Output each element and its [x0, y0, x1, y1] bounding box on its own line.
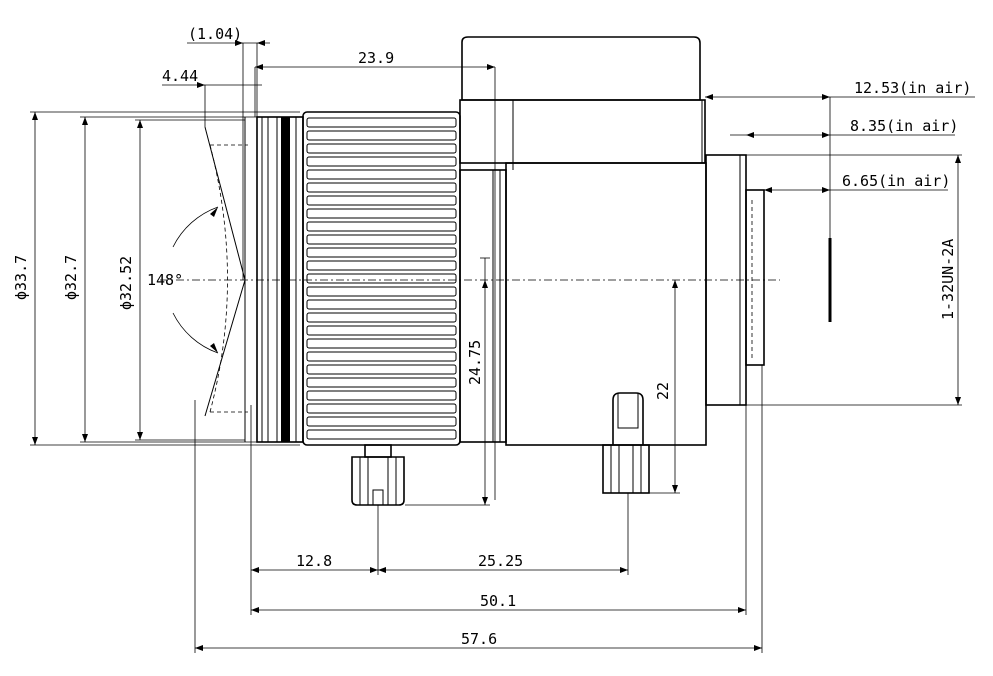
knurl-ridge	[306, 221, 457, 232]
knurl-ridge	[306, 247, 457, 258]
dim-23-9: 23.9	[358, 49, 394, 67]
dim-8-35: 8.35(in air)	[850, 117, 958, 135]
knurl-ridge	[306, 325, 457, 336]
knurl-ridge	[306, 234, 457, 245]
front-barrel-rings	[256, 116, 304, 443]
dim-angle: 148°	[147, 271, 183, 289]
knurl-ridge	[306, 351, 457, 362]
dim-thread: 1-32UN-2A	[939, 239, 957, 320]
knurl-ridge	[306, 208, 457, 219]
knurl-ridge	[306, 260, 457, 271]
knurl-ridge	[306, 377, 457, 388]
dimension-arrowheads	[32, 40, 961, 651]
knurl-ridge	[306, 299, 457, 310]
knurl-ridge	[306, 416, 457, 427]
knurl-ridge	[306, 169, 457, 180]
knurl-ridge	[306, 130, 457, 141]
knurl-ridge	[306, 195, 457, 206]
dim-12-53: 12.53(in air)	[854, 79, 971, 97]
front-lens-element	[204, 117, 248, 442]
dim-6-65: 6.65(in air)	[842, 172, 950, 190]
field-angle-arc	[172, 206, 219, 354]
knurl-ridge	[306, 182, 457, 193]
knurled-focus-ring	[302, 111, 461, 446]
focus-lock-screw	[351, 444, 405, 506]
dim-25-25: 25.25	[478, 552, 523, 570]
dim-phi-32-7: ϕ32.7	[62, 255, 80, 300]
main-barrel	[459, 162, 707, 446]
dim-22: 22	[654, 382, 672, 400]
top-housing	[459, 36, 706, 170]
dim-phi-32-52: ϕ32.52	[117, 256, 135, 310]
iris-lock-screw	[602, 392, 650, 494]
dim-1-04: (1.04)	[188, 25, 242, 43]
knurl-ridge	[306, 143, 457, 154]
dim-12-8: 12.8	[296, 552, 332, 570]
dim-50-1: 50.1	[480, 592, 516, 610]
knurl-ridge	[306, 364, 457, 375]
knurl-ridge	[306, 156, 457, 167]
dim-phi-33-7: ϕ33.7	[12, 255, 30, 300]
dimension-lines	[30, 42, 975, 653]
knurl-ridge	[306, 429, 457, 440]
dim-4-44: 4.44	[162, 67, 198, 85]
knurl-ridge	[306, 273, 457, 284]
dim-57-6: 57.6	[461, 630, 497, 648]
rear-mount	[705, 154, 765, 406]
knurl-ridge	[306, 117, 457, 128]
knurl-ridge	[306, 312, 457, 323]
knurl-ridge	[306, 390, 457, 401]
dim-24-75: 24.75	[466, 340, 484, 385]
knurl-ridge	[306, 338, 457, 349]
knurl-ridge	[306, 286, 457, 297]
knurl-ridge	[306, 403, 457, 414]
